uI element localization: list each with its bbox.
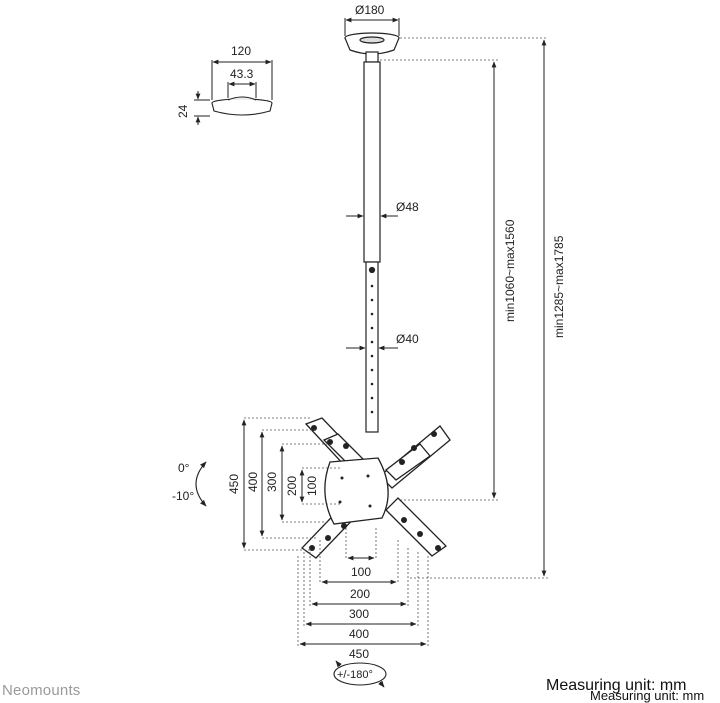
height-range-inner-label: min1060~max1560 <box>503 219 517 322</box>
brand-logo-text: Neomounts <box>2 682 81 699</box>
base-inner-label: 43.3 <box>230 67 254 81</box>
vesa-holes <box>309 425 441 551</box>
vertical-450-label: 450 <box>227 474 241 494</box>
tilt-arrow-icon <box>195 461 207 507</box>
measuring-unit-label: Measuring unit: mm <box>546 677 687 694</box>
rotation-label: +/-180° <box>337 669 373 681</box>
lower-tube-label: Ø40 <box>396 332 419 346</box>
measuring-unit-label-overlap: Measuring unit: mm <box>590 688 705 703</box>
base-detail <box>211 96 273 116</box>
rotation-arrow-icon <box>333 660 387 688</box>
vertical-400-label: 400 <box>246 472 260 492</box>
vesa-bracket <box>301 417 451 559</box>
vesa-vertical-extensions <box>244 417 340 551</box>
base-width-label: 120 <box>231 44 251 58</box>
horizontal-200-label: 200 <box>350 587 370 601</box>
vesa-vertical-arrows <box>241 419 305 549</box>
tilt-bottom-label: -10° <box>172 489 194 503</box>
vesa-horizontal-arrows <box>299 555 427 647</box>
vesa-horizontal-extensions <box>297 528 429 646</box>
height-dimension-lines <box>380 37 548 579</box>
ceiling-plate <box>344 32 400 63</box>
height-dimension-arrows <box>491 39 547 577</box>
upper-tube-label: Ø48 <box>396 200 419 214</box>
height-range-outer-label: min1285~max1785 <box>552 235 566 338</box>
tilt-top-label: 0° <box>178 461 190 475</box>
horizontal-450-label: 450 <box>349 647 369 661</box>
vertical-200-label: 200 <box>285 476 299 496</box>
plate-diameter-dimension <box>344 17 400 36</box>
plate-diameter-label: Ø180 <box>355 3 385 17</box>
pole-holes <box>370 284 374 414</box>
vertical-100-label: 100 <box>305 476 319 496</box>
base-dimensions <box>194 59 273 125</box>
pole <box>363 61 381 433</box>
vertical-300-label: 300 <box>265 472 279 492</box>
horizontal-300-label: 300 <box>349 607 369 621</box>
horizontal-400-label: 400 <box>349 627 369 641</box>
base-height-label: 24 <box>176 104 190 118</box>
horizontal-100-label: 100 <box>351 565 371 579</box>
